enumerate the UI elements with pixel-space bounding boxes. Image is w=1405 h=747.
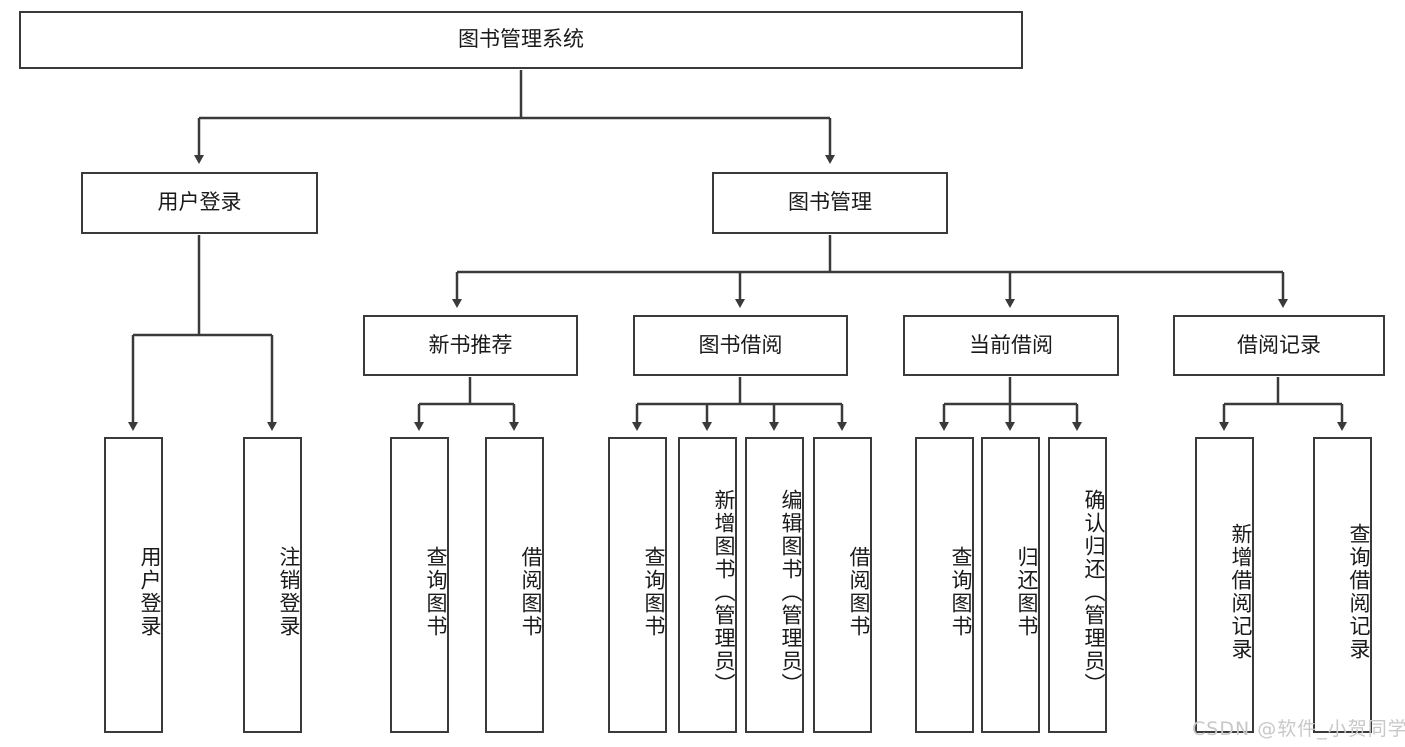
node-label: 借阅记录 (1237, 332, 1321, 357)
leaf-user-logout[interactable]: 注销登录 (243, 437, 302, 733)
leaf-current-query-book[interactable]: 查询图书 (915, 437, 974, 733)
node-label: 借阅图书 (519, 546, 543, 638)
node-root-system[interactable]: 图书管理系统 (19, 11, 1023, 69)
leaf-borrow-query-book[interactable]: 查询图书 (608, 437, 667, 733)
leaf-record-add-borrow-record[interactable]: 新增借阅记录 (1195, 437, 1254, 733)
node-label: 查询图书 (424, 546, 448, 638)
node-label: 图书管理 (788, 190, 872, 215)
node-label: 新书推荐 (428, 332, 513, 357)
node-label: 归还图书 (1015, 546, 1039, 638)
leaf-borrow-borrow-book[interactable]: 借阅图书 (813, 437, 872, 733)
node-label: 用户登录 (157, 190, 242, 215)
node-label: 图书借阅 (698, 332, 783, 357)
node-label: 编辑图书（管理员） (779, 488, 803, 696)
node-label: 确认归还（管理员） (1082, 488, 1106, 696)
node-label: 查询借阅记录 (1347, 523, 1371, 661)
node-label: 当前借阅 (969, 332, 1053, 357)
node-label: 查询图书 (949, 546, 973, 638)
node-label: 用户登录 (138, 546, 162, 638)
node-book-management[interactable]: 图书管理 (712, 172, 948, 234)
leaf-recommend-query-book[interactable]: 查询图书 (390, 437, 449, 733)
leaf-borrow-edit-book-admin[interactable]: 编辑图书（管理员） (745, 437, 804, 733)
leaf-user-login[interactable]: 用户登录 (104, 437, 163, 733)
node-borrow-record[interactable]: 借阅记录 (1173, 315, 1385, 376)
leaf-recommend-borrow-book[interactable]: 借阅图书 (485, 437, 544, 733)
node-book-borrow[interactable]: 图书借阅 (633, 315, 848, 376)
node-user-login[interactable]: 用户登录 (81, 172, 318, 234)
leaf-current-confirm-return-admin[interactable]: 确认归还（管理员） (1048, 437, 1107, 733)
leaf-record-query-borrow-record[interactable]: 查询借阅记录 (1313, 437, 1372, 733)
csdn-watermark: CSDN @软件_小贺同学 (1192, 718, 1405, 740)
node-current-borrow[interactable]: 当前借阅 (903, 315, 1119, 376)
node-new-book-recommend[interactable]: 新书推荐 (363, 315, 578, 376)
leaf-borrow-add-book-admin[interactable]: 新增图书（管理员） (678, 437, 737, 733)
leaf-current-return-book[interactable]: 归还图书 (981, 437, 1040, 733)
node-label: 新增图书（管理员） (712, 488, 736, 696)
node-label: 查询图书 (642, 546, 666, 638)
node-label: 新增借阅记录 (1229, 523, 1253, 661)
node-label: 注销登录 (277, 546, 301, 638)
node-label: 借阅图书 (847, 546, 871, 638)
node-label: 图书管理系统 (458, 27, 584, 52)
